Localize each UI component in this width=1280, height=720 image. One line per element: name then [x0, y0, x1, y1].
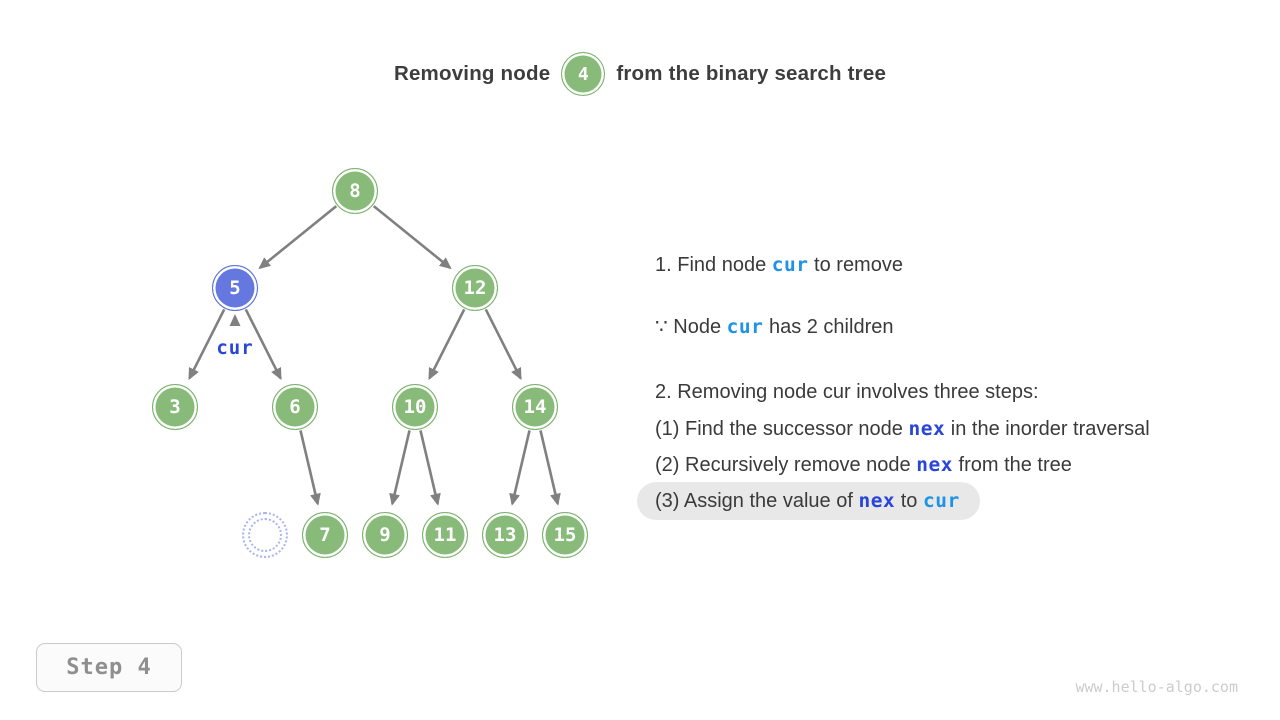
tree-node-3: 3 [152, 384, 198, 430]
line6-nex-keyword: nex [858, 489, 896, 512]
tree-edge-8-5 [258, 205, 338, 270]
tree-edge-5-6 [244, 308, 282, 381]
instruction-line-1: 1. Find node cur to remove [655, 251, 903, 279]
instruction-line-3: 2. Removing node cur involves three step… [655, 381, 1039, 403]
line5-post: from the tree [952, 454, 1072, 476]
line2-pre: ∵ Node [655, 316, 727, 338]
watermark: www.hello-algo.com [1075, 678, 1238, 696]
page-title: Removing node 4 from the binary search t… [0, 52, 1280, 96]
line1-cur-keyword: cur [771, 253, 809, 276]
tree-edge-6-7 [299, 430, 321, 506]
title-suffix: from the binary search tree [616, 62, 887, 85]
line5-pre: (2) Recursively remove node [655, 454, 917, 476]
line6-cur-keyword: cur [922, 489, 960, 512]
tree-edge-10-11 [419, 430, 441, 506]
tree-edge-5-3 [188, 308, 226, 381]
tree-node-9: 9 [362, 512, 408, 558]
instruction-line-6-highlighted: (3) Assign the value of nex to cur [637, 482, 980, 520]
removed-node-placeholder [242, 512, 288, 558]
tree-node-6: 6 [272, 384, 318, 430]
line4-pre: (1) Find the successor node [655, 418, 909, 440]
step-button[interactable]: Step 4 [36, 643, 182, 692]
title-node-value: 4 [577, 63, 589, 85]
tree-edge-14-13 [509, 430, 531, 506]
step-button-label: Step 4 [66, 655, 152, 680]
tree-node-13: 13 [482, 512, 528, 558]
line2-post: has 2 children [763, 316, 894, 338]
line6-pre: (3) Assign the value of [655, 490, 859, 512]
tree-node-12: 12 [452, 265, 498, 311]
line1-post: to remove [808, 254, 903, 276]
line1-pre: 1. Find node [655, 254, 772, 276]
tree-node-14: 14 [512, 384, 558, 430]
title-prefix: Removing node [393, 62, 551, 85]
instruction-line-5: (2) Recursively remove node nex from the… [655, 451, 1072, 479]
removed-node-placeholder-inner-ring [248, 518, 282, 552]
tree-node-15: 15 [542, 512, 588, 558]
line4-post: in the inorder traversal [945, 418, 1150, 440]
tree-edge-12-14 [484, 308, 522, 381]
line4-nex-keyword: nex [908, 417, 946, 440]
line5-nex-keyword: nex [916, 453, 953, 476]
tree-edges-layer [188, 205, 561, 506]
cur-pointer-label: cur [216, 337, 254, 359]
title-node-circle: 4 [561, 52, 606, 96]
line6-mid: to [895, 490, 923, 512]
line2-cur-keyword: cur [726, 315, 764, 338]
tree-node-7: 7 [302, 512, 348, 558]
tree-node-10: 10 [392, 384, 438, 430]
tree-node-11: 11 [422, 512, 468, 558]
tree-edge-12-10 [428, 308, 466, 381]
tree-node-5: 5 [212, 265, 258, 311]
instruction-line-2: ∵ Node cur has 2 children [655, 313, 893, 341]
tree-edge-8-12 [372, 205, 452, 270]
tree-edge-14-15 [539, 430, 561, 506]
tree-node-8: 8 [332, 168, 378, 214]
tree-edge-10-9 [389, 430, 411, 506]
instruction-line-4: (1) Find the successor node nex in the i… [655, 415, 1150, 443]
